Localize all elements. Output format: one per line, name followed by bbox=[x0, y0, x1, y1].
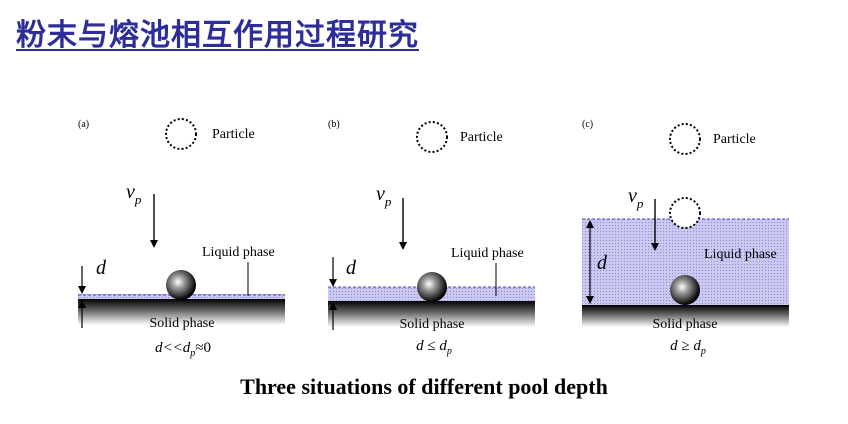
particle-icon bbox=[416, 121, 448, 153]
liquid-phase-label: Liquid phase bbox=[202, 245, 275, 260]
panel-b: (b) Particle vp Liquid phase d Solid pha… bbox=[328, 119, 535, 357]
page-title: 粉末与熔池相互作用过程研究 bbox=[16, 18, 419, 53]
condition-label: d<<dp≈0 bbox=[155, 340, 211, 359]
depth-label: d bbox=[96, 257, 107, 279]
particle-label: Particle bbox=[713, 132, 756, 147]
condition-label: d ≥ dp bbox=[670, 338, 706, 357]
particle-sphere bbox=[670, 275, 700, 305]
particle-at-surface-icon bbox=[669, 197, 701, 229]
panel-a: (a) Particle vp Liquid phase d Solid pha… bbox=[78, 118, 285, 359]
velocity-label: vp bbox=[376, 183, 392, 209]
panel-label: (b) bbox=[328, 119, 340, 130]
solid-phase-label: Solid phase bbox=[150, 316, 215, 331]
solid-phase-label: Solid phase bbox=[400, 317, 465, 332]
velocity-label: vp bbox=[126, 181, 142, 207]
panel-label: (a) bbox=[78, 119, 89, 130]
solid-phase-label: Solid phase bbox=[653, 317, 718, 332]
solid-substrate bbox=[582, 305, 789, 327]
velocity-label: vp bbox=[628, 185, 644, 211]
solid-substrate bbox=[78, 299, 285, 325]
condition-label: d ≤ dp bbox=[416, 338, 452, 357]
particle-icon bbox=[669, 123, 701, 155]
solid-substrate bbox=[328, 301, 535, 327]
particle-label: Particle bbox=[460, 130, 503, 145]
depth-label: d bbox=[597, 252, 608, 274]
particle-label: Particle bbox=[212, 127, 255, 142]
particle-icon bbox=[165, 118, 197, 150]
liquid-phase-label: Liquid phase bbox=[451, 246, 524, 261]
figure-caption: Three situations of different pool depth bbox=[240, 374, 608, 399]
particle-sphere bbox=[417, 272, 447, 302]
liquid-phase-label: Liquid phase bbox=[704, 247, 777, 262]
panel-c: (c) Particle vp Liquid phase d Solid pha… bbox=[582, 119, 789, 357]
panel-label: (c) bbox=[582, 119, 593, 130]
depth-label: d bbox=[346, 257, 357, 279]
particle-sphere bbox=[166, 270, 196, 300]
